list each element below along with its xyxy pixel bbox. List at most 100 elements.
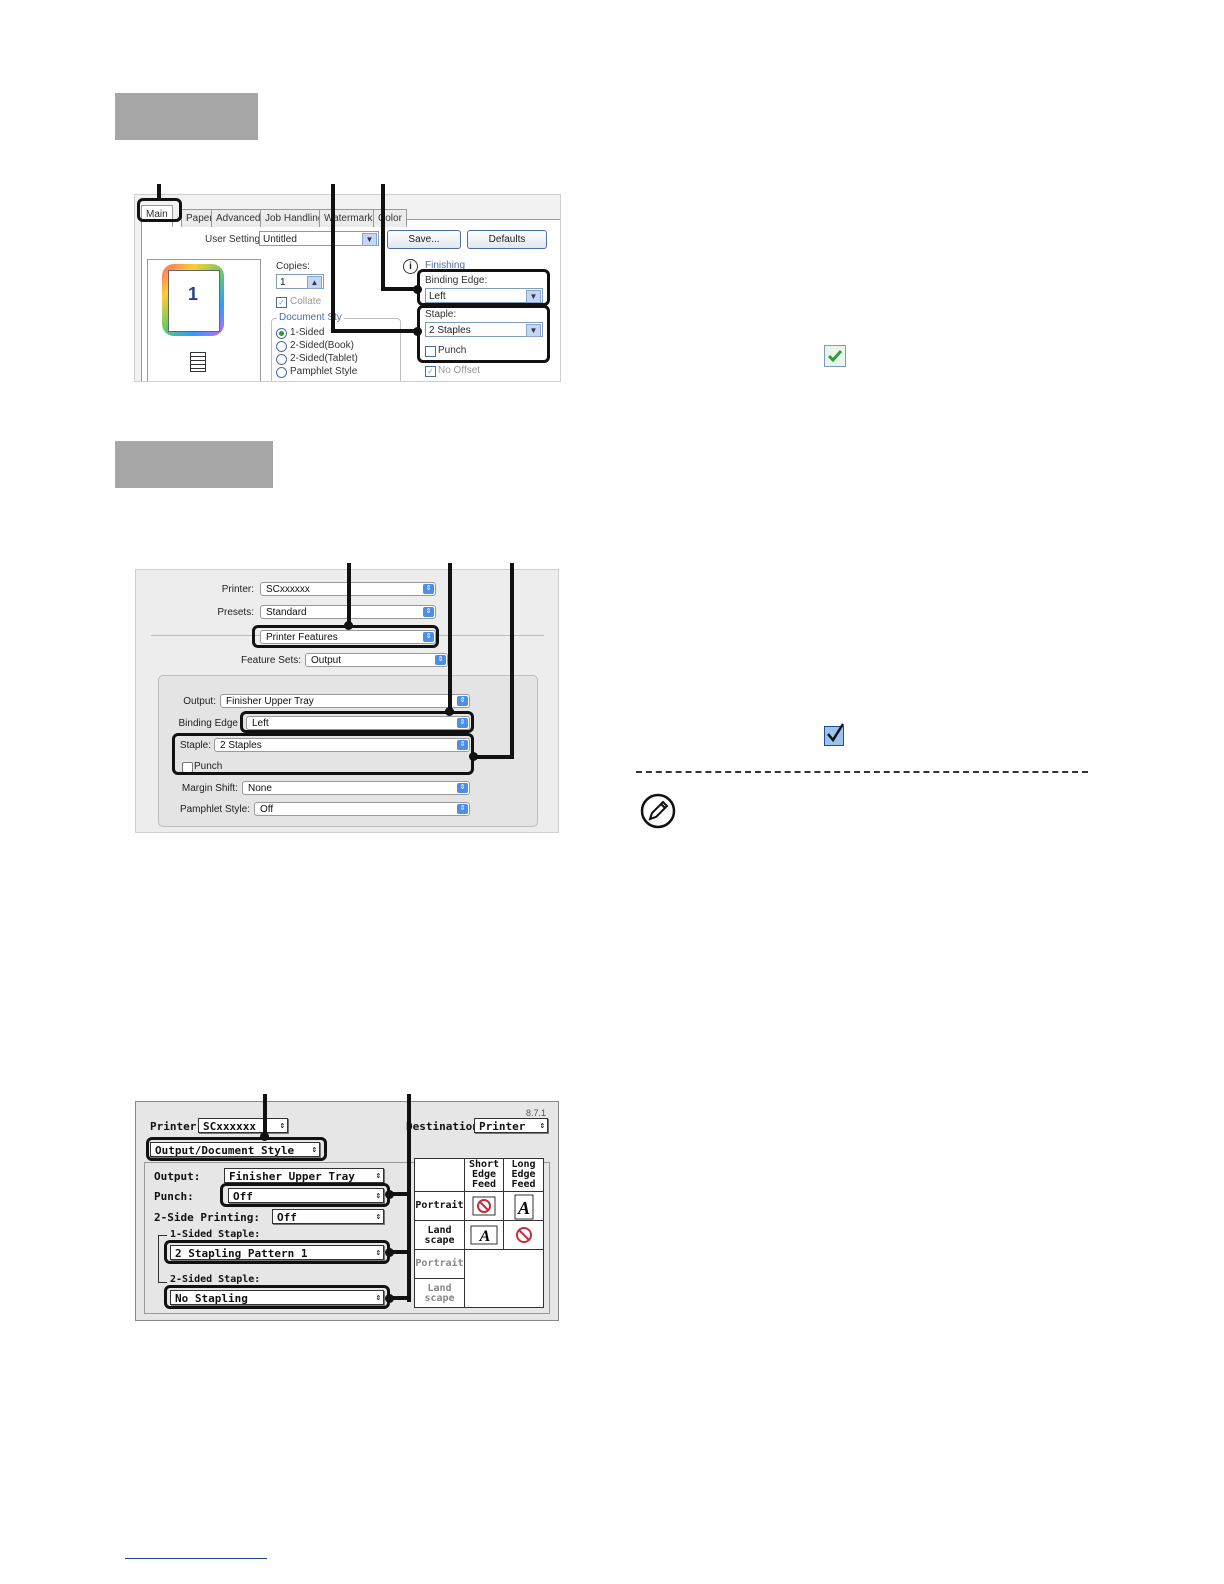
updown-arrows-icon: ⇕ — [375, 1293, 381, 1303]
print-preview: 1 — [147, 259, 261, 381]
grid-cell-portrait-short — [464, 1191, 504, 1221]
callout-highlight-staple-mac — [172, 733, 474, 775]
callout-highlight-panel — [252, 625, 439, 648]
grid-corner — [414, 1158, 465, 1192]
defaults-button[interactable]: Defaults — [467, 230, 547, 249]
save-button[interactable]: Save... — [387, 230, 461, 249]
no-symbol-icon — [515, 1227, 532, 1243]
option-2-sided-book-label: 2-Sided(Book) — [290, 340, 354, 351]
margin-shift-label: Margin Shift: — [181, 783, 238, 794]
output-label: Output: — [183, 696, 216, 707]
binding-edge-select[interactable]: Left ▼ — [425, 288, 543, 303]
feature-sets-label: Feature Sets: — [240, 655, 301, 666]
collate-checkbox[interactable]: ✓ — [276, 297, 287, 308]
option-1-sided-label: 1-Sided — [290, 327, 325, 338]
callout-line-staple1-h — [389, 1250, 409, 1254]
macos9-print-dialog: 8.7.1 Printer: SCxxxxxx⇕ Destination: Pr… — [135, 1101, 559, 1321]
punch-popup[interactable]: Off ⇕ — [228, 1188, 384, 1203]
panel-value: Printer Features — [266, 632, 338, 643]
dashed-separator — [636, 771, 1088, 773]
margin-shift-popup[interactable]: None⇕ — [242, 781, 470, 795]
panel-popup[interactable]: Printer Features ⇕ — [260, 630, 436, 644]
printer-label: Printer: — [150, 1120, 203, 1133]
staple-bracket — [158, 1235, 167, 1283]
note-pencil-icon — [640, 793, 676, 829]
no-offset-checkbox[interactable]: ✓ — [425, 366, 436, 377]
callout-line-binding-h — [381, 287, 419, 291]
callout-highlight-panel-os9 — [146, 1137, 327, 1161]
feature-sets-value: Output — [311, 655, 342, 666]
one-sided-staple-label: 1-Sided Staple: — [170, 1229, 261, 1240]
callout-highlight-staple2-os9 — [164, 1285, 390, 1309]
preview-page — [168, 270, 220, 332]
pamphlet-style-label: Pamphlet Style: — [179, 804, 250, 815]
two-side-printing-popup[interactable]: Off⇕ — [272, 1209, 384, 1224]
callout-line-staple-mac-h — [474, 755, 514, 759]
feature-sets-popup[interactable]: Output ⇕ — [305, 653, 448, 667]
output-popup[interactable]: Finisher Upper Tray⇕ — [224, 1168, 384, 1183]
staple-select[interactable]: 2 Staples ▼ — [425, 322, 543, 337]
copies-field[interactable]: 1 ▲ — [276, 274, 324, 289]
output-value: Finisher Upper Tray — [226, 696, 314, 707]
copies-value: 1 — [280, 277, 286, 288]
radio-2-sided-book[interactable] — [276, 341, 287, 352]
two-side-printing-value: Off — [277, 1211, 297, 1224]
destination-label: Destination: — [406, 1120, 486, 1133]
callout-line-panel-os9 — [263, 1094, 267, 1136]
updown-arrows-icon: ⇕ — [279, 1121, 285, 1131]
callout-highlight-staple — [417, 305, 550, 363]
two-sided-staple-value: No Stapling — [175, 1292, 248, 1305]
preview-page-number: 1 — [187, 284, 198, 304]
option-2-sided-tablet-label: 2-Sided(Tablet) — [290, 353, 358, 364]
presets-label: Presets: — [217, 607, 254, 618]
presets-value: Standard — [266, 607, 307, 618]
grid-row-portrait-disabled: Portrait — [414, 1249, 465, 1279]
printer-value: SCxxxxxx — [203, 1120, 256, 1133]
binding-edge-label: Binding Edge — [178, 718, 239, 729]
updown-arrows-icon: ⇕ — [423, 632, 434, 642]
document-style-label: Document Sty — [277, 312, 344, 323]
updown-arrows-icon: ⇕ — [375, 1171, 381, 1181]
grid-row-portrait: Portrait — [414, 1191, 465, 1221]
output-popup[interactable]: Finisher Upper Tray ⇕ — [220, 694, 470, 708]
user-settings-select[interactable]: Untitled ▼ — [259, 231, 379, 246]
punch-value: Off — [233, 1190, 253, 1203]
grid-header-long-edge: Long Edge Feed — [503, 1158, 544, 1192]
radio-2-sided-tablet[interactable] — [276, 354, 287, 365]
binding-edge-value: Left — [252, 718, 269, 729]
updown-arrows-icon: ⇕ — [435, 655, 446, 665]
callout-line-staple-mac — [510, 563, 514, 759]
panel-popup[interactable]: Output/Document Style⇕ — [150, 1142, 320, 1157]
two-sided-staple-popup[interactable]: No Stapling ⇕ — [170, 1290, 384, 1305]
binding-edge-popup[interactable]: Left⇕ — [246, 716, 470, 730]
grid-cell-landscape-long — [503, 1220, 544, 1250]
destination-popup[interactable]: Printer⇕ — [474, 1118, 548, 1133]
updown-arrows-icon: ⇕ — [457, 696, 468, 706]
punch-label: Punch — [194, 761, 223, 772]
user-settings-value: Untitled — [263, 234, 297, 245]
staple-label: Staple: — [179, 740, 211, 751]
grid-empty-area — [464, 1249, 544, 1308]
callout-line-binding — [381, 184, 385, 290]
callout-dot-panel-os9 — [260, 1132, 269, 1141]
callout-line-staple — [331, 184, 335, 332]
two-sided-staple-label: 2-Sided Staple: — [170, 1274, 261, 1285]
radio-1-sided[interactable] — [276, 328, 287, 339]
printer-popup[interactable]: SCxxxxxx ⇕ — [198, 1118, 288, 1133]
svg-text:A: A — [479, 1228, 491, 1245]
radio-pamphlet-style[interactable] — [276, 367, 287, 378]
staple-popup[interactable]: 2 Staples⇕ — [214, 738, 470, 752]
updown-arrows-icon: ⇕ — [457, 804, 468, 814]
footer-link-underline[interactable] — [125, 1558, 267, 1559]
updown-arrows-icon: ⇕ — [311, 1145, 317, 1155]
chevron-down-icon: ▼ — [526, 290, 541, 303]
binding-edge-label: Binding Edge: — [425, 275, 488, 286]
updown-arrows-icon: ⇕ — [375, 1191, 381, 1201]
punch-checkbox[interactable] — [425, 346, 436, 357]
pamphlet-style-popup[interactable]: Off⇕ — [254, 802, 470, 816]
finishing-label: Finishing — [425, 260, 466, 271]
tab-color[interactable]: Color — [373, 209, 407, 227]
grid-row-landscape: Land scape — [414, 1220, 465, 1250]
tab-advanced[interactable]: Advanced — [211, 209, 266, 227]
one-sided-staple-popup[interactable]: 2 Stapling Pattern 1⇕ — [170, 1245, 384, 1260]
